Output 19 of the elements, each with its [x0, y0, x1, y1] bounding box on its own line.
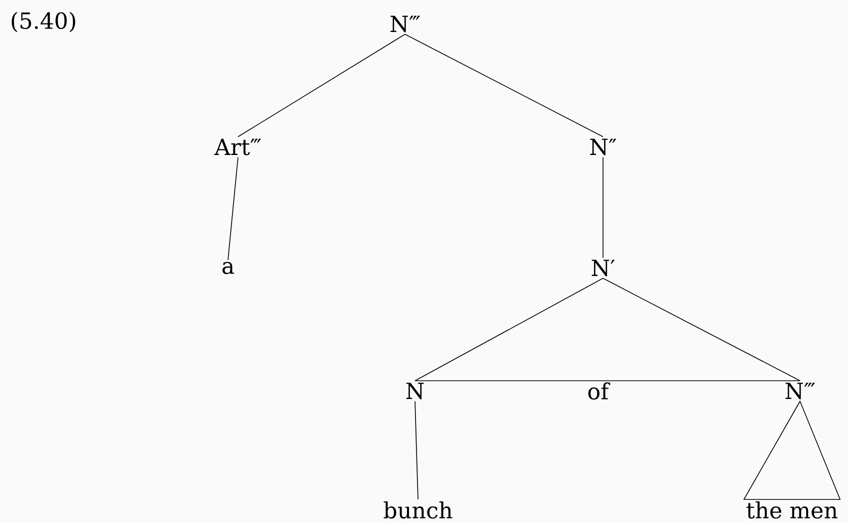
branch-line: [238, 34, 406, 138]
tree-label: N: [406, 382, 424, 400]
tree-label: N″: [590, 138, 616, 156]
tree-label: of: [588, 382, 610, 400]
tree-label: a: [222, 262, 234, 274]
tree-label: Art‴: [214, 138, 262, 156]
branch-line: [414, 278, 604, 382]
example-number: (5.40): [12, 12, 76, 32]
tree-label: N‴: [786, 382, 815, 400]
tree-label: bunch: [384, 501, 452, 519]
branch-line: [404, 34, 604, 138]
branch-line: [414, 400, 418, 500]
branch-line: [414, 380, 800, 382]
branch-line: [602, 156, 604, 258]
tree-label: N‴: [390, 16, 420, 32]
tree-label: N′: [592, 260, 615, 276]
branch-line: [228, 156, 238, 260]
branch-line: [602, 278, 800, 382]
tree-label: the men: [746, 501, 838, 519]
